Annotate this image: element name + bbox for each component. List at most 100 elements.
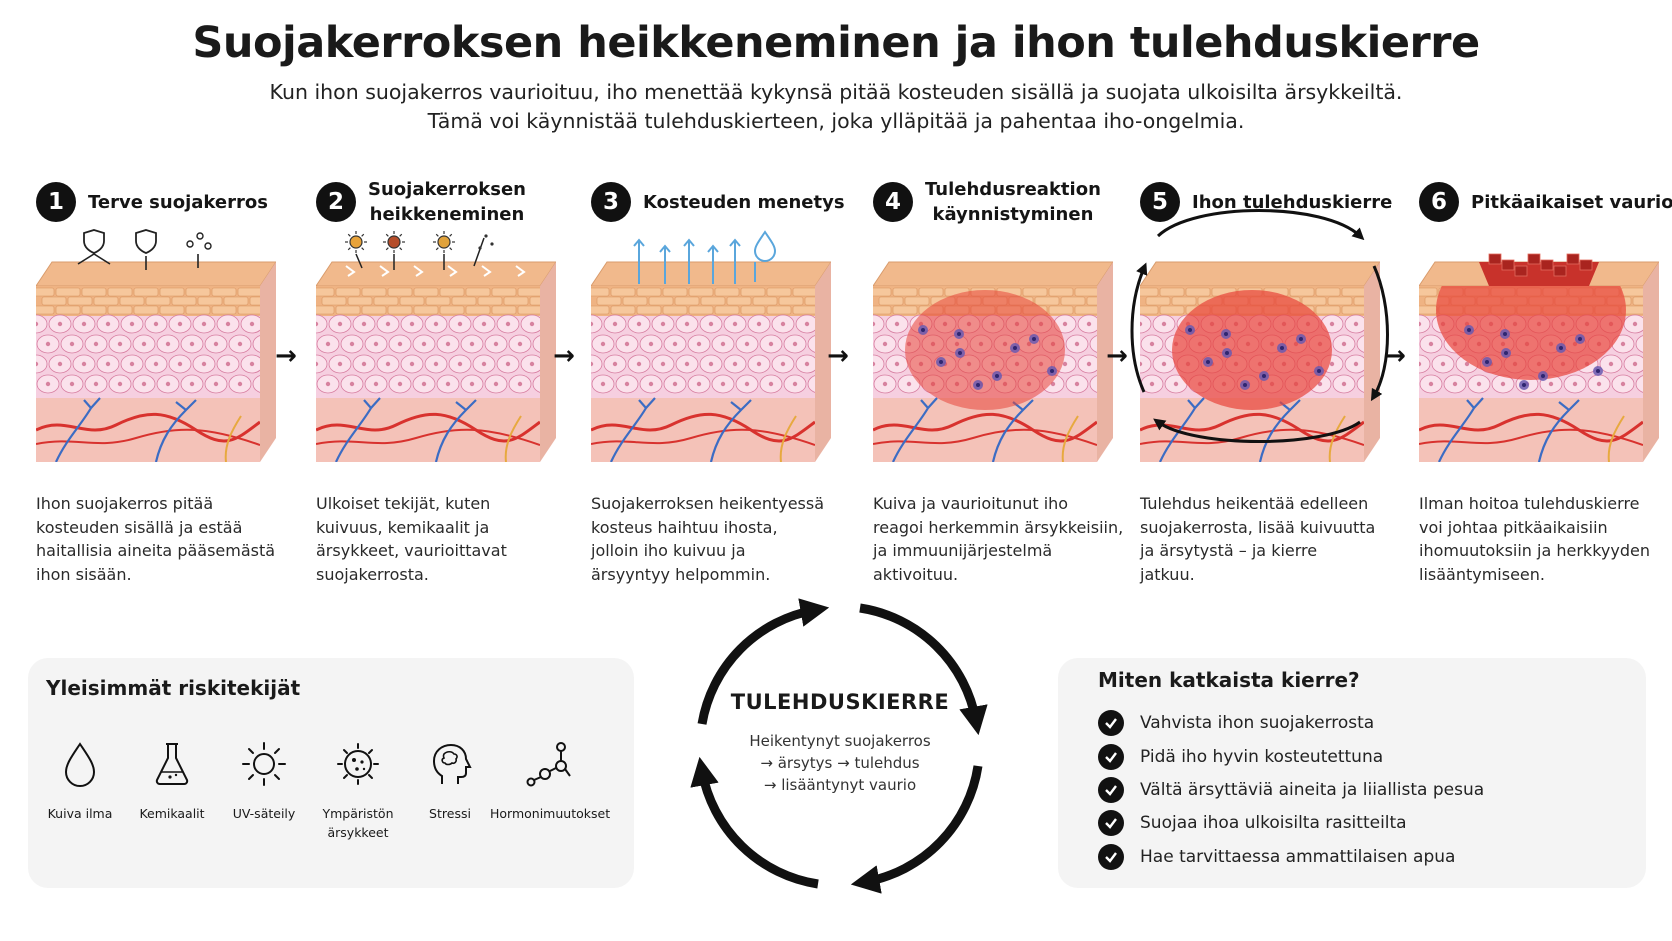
checklist-text: Vahvista ihon suojakerrosta [1140,713,1375,733]
skin-block-illustration [316,261,556,462]
page-title: Suojakerroksen heikkeneminen ja ihon tul… [192,18,1480,68]
particle-icon [337,743,379,785]
step-description-line: ihon sisään. [36,564,132,584]
step-description-line: jolloin iho kuivuu ja [591,541,746,560]
skin-block-illustration [873,261,1113,462]
checklist-item: Vältä ärsyttäviä aineita ja liiallista p… [1098,777,1484,803]
cycle-arrow [859,603,988,736]
skin-block-illustration [591,261,831,462]
sun-icon [242,742,286,786]
check-icon [1098,744,1124,770]
skin-block-illustration [1419,253,1659,462]
checklist-item: Pidä iho hyvin kosteutettuna [1098,744,1383,770]
page-subtitle: Kun ihon suojakerros vaurioituu, iho men… [0,78,1672,136]
step-description-line: suojakerrosta, lisää kuivuutta [1140,517,1376,537]
step-description-line: reagoi herkemmin ärsykkeisiin, [873,517,1124,537]
step-number-badge: 6 [1419,182,1459,222]
step-title: Tulehdusreaktion käynnistyminen [925,178,1101,226]
risk-item: Kemikaalit [124,738,220,823]
step-description-line: Ihon suojakerros pitää [36,494,214,513]
cycle-title: TULEHDUSKIERRE [730,690,950,714]
step-header: 1 Terve suojakerros [36,178,296,238]
head-icon [432,743,472,784]
step-description-line: Tulehdus heikentää edelleen [1140,494,1369,513]
risk-item: Kuiva ilma [32,738,128,823]
step-description-line: lisääntymiseen. [1419,564,1545,584]
risk-label: Kemikaalit [139,806,205,821]
step-header: 5 Ihon tulehduskierre [1140,178,1400,238]
step-title-line: käynnistyminen [932,204,1094,225]
step-description-line: Suojakerroksen heikentyessä [591,494,825,513]
step-arrow-icon: → [275,341,297,371]
cycle-text-line: → lisääntynyt vaurio [763,776,917,794]
step-description-line: Ilman hoitoa tulehduskierre [1419,494,1640,513]
check-icon [1098,710,1124,736]
step-title-line: heikkeneminen [369,204,525,225]
risk-item: Stressi [402,738,498,823]
check-icon [1098,844,1124,870]
inflammation-cycle-diagram [690,598,988,894]
step-description-line: kosteus haihtuu ihosta, [591,517,778,537]
risk-label: Hormonimuutokset [490,806,611,821]
skin-block-illustration [36,261,276,462]
step-title: Kosteuden menetys [643,178,845,226]
step-arrow-icon: → [1384,341,1406,371]
risk-label: UV-säteily [232,806,296,821]
checklist-text: Vältä ärsyttäviä aineita ja liiallista p… [1140,780,1485,800]
risk-item: Ympäristön ärsykkeet [310,738,406,842]
risk-label: Kuiva ilma [47,806,113,821]
step-header: 3 Kosteuden menetys [591,178,851,238]
step-title-line: Terve suojakerros [88,191,268,213]
cycle-arrow [697,598,830,725]
check-icon [1098,810,1124,836]
break-cycle-title: Miten katkaista kierre? [1098,668,1360,692]
step-description-line: kosteuden sisällä ja estää [36,517,243,537]
cycle-arrow [690,756,819,889]
risk-label: Ympäristön ärsykkeet [322,806,394,840]
step-description-line: ja ärsytystä – ja kierre [1140,541,1318,560]
step-arrow-icon: → [827,341,849,371]
irritant-icons [345,231,494,270]
step-title: Ihon tulehduskierre [1192,178,1392,226]
risk-item: Hormonimuutokset [490,738,611,823]
cycle-text: Heikentynyt suojakerros → ärsytys → tule… [690,730,990,796]
step-title: Suojakerroksen heikkeneminen [368,178,526,226]
step-number-badge: 5 [1140,182,1180,222]
checklist-text: Hae tarvittaessa ammattilaisen apua [1140,847,1456,867]
cycle-arrows-icon [1130,209,1389,443]
step-title: Pitkäaikaiset vauriot [1471,178,1672,226]
checklist-item: Hae tarvittaessa ammattilaisen apua [1098,844,1455,870]
step-title-line: Suojakerroksen [368,179,526,200]
step-number-badge: 2 [316,182,356,222]
step-title-line: Pitkäaikaiset vauriot [1471,191,1672,213]
step-description-line: ärsyyntyy helpommin. [591,564,771,584]
step-description: Ilman hoitoa tulehduskierre voi johtaa pi… [1419,492,1659,586]
cycle-arrow [850,765,983,894]
risk-factors-card: Yleisimmät riskitekijät Kuiva ilma Kemik… [28,658,634,888]
cycle-text-line: Heikentynyt suojakerros [749,732,931,750]
risk-factors-title: Yleisimmät riskitekijät [46,676,301,700]
step-description-line: jatkuu. [1140,564,1195,584]
step-description-line: suojakerrosta. [316,564,429,584]
step-description-line: ärsykkeet, vaurioittavat [316,541,507,560]
break-cycle-card: Miten katkaista kierre? Vahvista ihon su… [1058,658,1646,888]
checklist-text: Suojaa ihoa ulkoisilta rasitteilta [1140,813,1407,833]
step-arrow-icon: → [1106,341,1128,371]
step-arrow-icon: → [553,341,575,371]
step-title-line: Tulehdusreaktion [925,179,1101,200]
checklist-item: Suojaa ihoa ulkoisilta rasitteilta [1098,810,1407,836]
cycle-text-line: → ärsytys → tulehdus [760,754,920,772]
step-description-line: voi johtaa pitkäaikaisiin [1419,517,1608,537]
step-title-line: Ihon tulehduskierre [1192,191,1393,213]
step-number-badge: 1 [36,182,76,222]
step-description-line: ja immuunijärjestelmä [873,541,1053,560]
step-description: Ihon suojakerros pitää kosteuden sisällä … [36,492,276,586]
step-number-badge: 3 [591,182,631,222]
step-header: 6 Pitkäaikaiset vauriot [1419,178,1672,238]
subtitle-line: Tämä voi käynnistää tulehduskierteen, jo… [427,109,1245,133]
